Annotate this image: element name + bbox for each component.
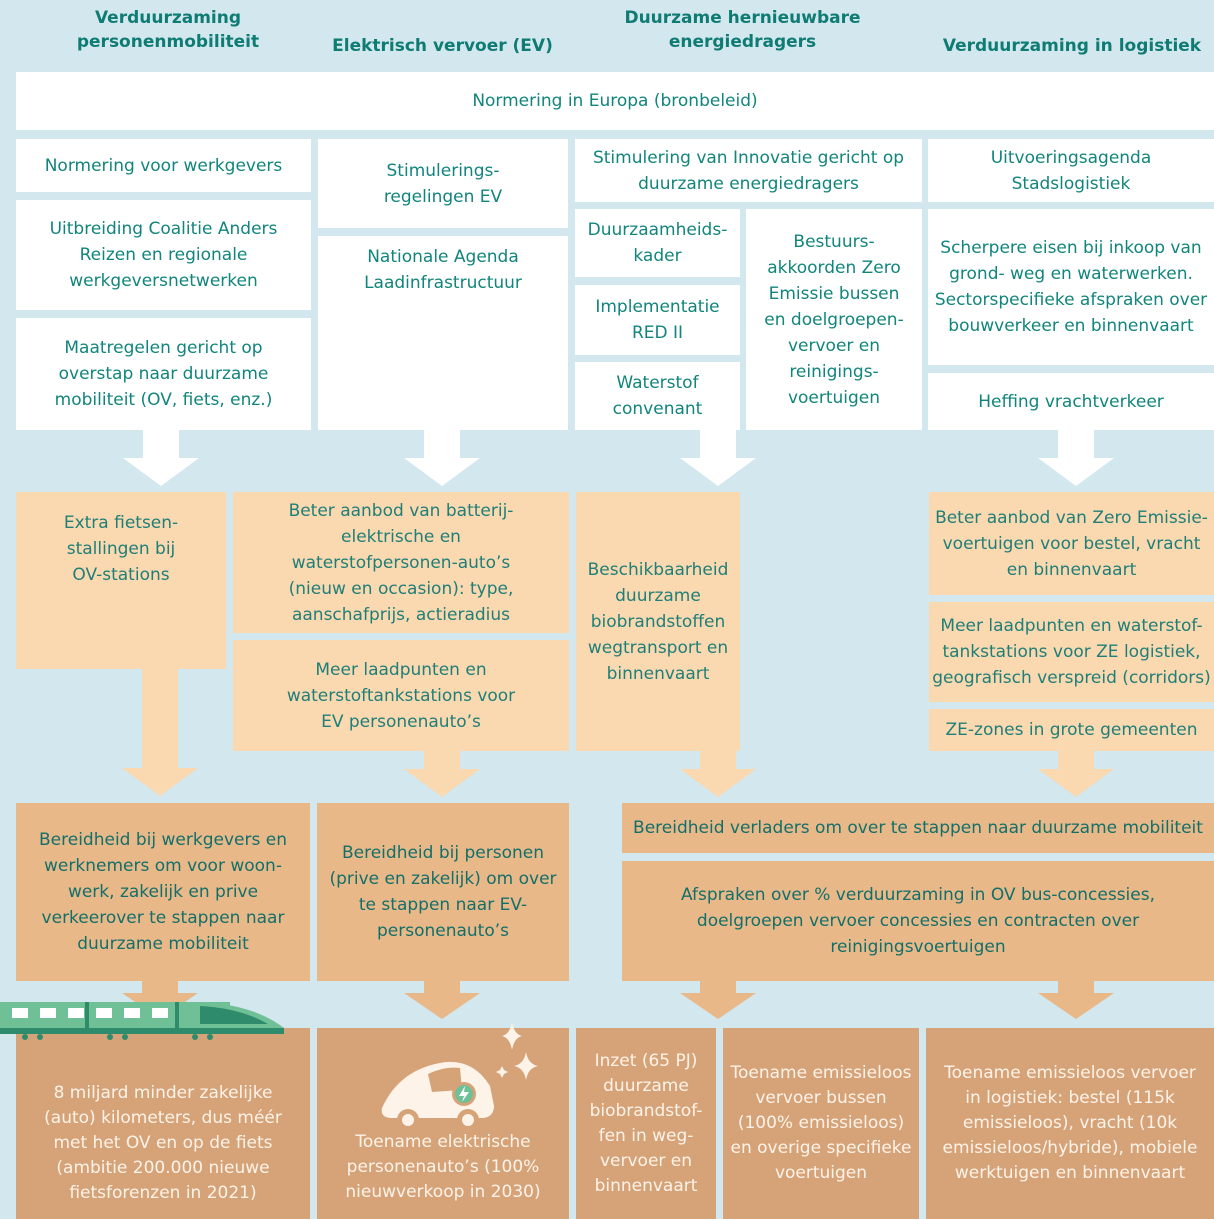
header-elektrisch-vervoer: Elektrisch vervoer (EV) xyxy=(332,36,553,56)
arrow-policy-to-condition-2 xyxy=(404,430,480,486)
electric-car-icon xyxy=(381,1061,494,1131)
policy-inkoop-eisen: Scherpere eisen bij inkoop van grond- we… xyxy=(928,209,1214,365)
arrow-policy-to-condition-3 xyxy=(680,430,756,486)
arrow-behaviour-to-outcome-3 xyxy=(680,981,756,1019)
train-icon xyxy=(0,1002,284,1040)
condition-biobrandstoffen: Beschikbaarheid duurzame biobrandstoffen… xyxy=(576,492,740,751)
condition-laadpunten-ze: Meer laadpunten en waterstof-tankstation… xyxy=(929,602,1214,702)
behaviour-afspraken: Afspraken over % verduurzaming in OV bus… xyxy=(622,861,1214,981)
outcome-ev-personenautos: Toename elektrische personenauto’s (100%… xyxy=(317,1028,569,1219)
behaviour-verladers: Bereidheid verladers om over te stappen … xyxy=(622,803,1214,853)
arrow-condition-to-behaviour-4 xyxy=(1038,751,1114,797)
outcome-logistiek: Toename emissieloos vervoer in logistiek… xyxy=(926,1028,1214,1219)
policy-heffing-vrachtverkeer: Heffing vrachtverkeer xyxy=(928,373,1214,430)
policy-agenda-laadinfrastructuur: Nationale Agenda Laadinfrastructuur xyxy=(318,236,568,430)
normering-europa-bar: Normering in Europa (bronbeleid) xyxy=(16,72,1214,130)
condition-laadpunten-ev: Meer laadpunten en waterstoftankstations… xyxy=(233,640,569,751)
arrow-condition-to-behaviour-2 xyxy=(404,751,480,797)
sparkle-icon xyxy=(496,1022,538,1080)
condition-aanbod-ze: Beter aanbod van Zero Emissie-voertuigen… xyxy=(929,492,1214,595)
behaviour-werkgevers: Bereidheid bij werkgevers en werknemers … xyxy=(16,803,310,981)
condition-aanbod-ev: Beter aanbod van batterij-elektrische en… xyxy=(233,492,569,633)
arrow-policy-to-condition-4 xyxy=(1038,430,1114,486)
arrow-behaviour-to-outcome-4 xyxy=(1038,981,1114,1019)
outcome-kilometers: 8 miljard minder zakelijke (auto) kilome… xyxy=(16,1028,310,1219)
arrow-policy-to-condition-1 xyxy=(123,430,199,486)
policy-waterstof-convenant: Waterstof convenant xyxy=(575,362,740,430)
header-personenmobiliteit: Verduurzaming personenmobiliteit xyxy=(76,8,260,52)
policy-duurzaamheidskader: Duurzaamheids-kader xyxy=(575,209,740,277)
arrow-behaviour-to-outcome-2 xyxy=(404,981,480,1019)
condition-ze-zones: ZE-zones in grote gemeenten xyxy=(929,709,1214,751)
behaviour-personen: Bereidheid bij personen (prive en zakeli… xyxy=(317,803,569,981)
arrow-condition-to-behaviour-1 xyxy=(122,669,198,796)
policy-coalitie-anders-reizen: Uitbreiding Coalitie Anders Reizen en re… xyxy=(16,200,311,310)
policy-stadslogistiek: Uitvoeringsagenda Stadslogistiek xyxy=(928,139,1214,202)
header-logistiek: Verduurzaming in logistiek xyxy=(942,36,1202,56)
policy-normering-werkgevers: Normering voor werkgevers xyxy=(16,139,311,192)
policy-maatregelen-overstap: Maatregelen gericht op overstap naar duu… xyxy=(16,318,311,430)
arrow-condition-to-behaviour-3 xyxy=(680,751,756,797)
policy-stimuleringsregelingen-ev: Stimulerings-regelingen EV xyxy=(318,139,568,228)
policy-implementatie-red2: Implementatie RED II xyxy=(575,285,740,355)
outcome-bussen: Toename emissieloos vervoer bussen (100%… xyxy=(723,1028,919,1219)
condition-fietsenstallingen: Extra fietsen-stallingen bij OV-stations xyxy=(16,492,226,669)
policy-bestuursakkoorden: Bestuurs-akkoorden Zero Emissie bussen e… xyxy=(746,209,922,430)
outcome-biobrandstoffen: Inzet (65 PJ) duurzame biobrandstof-fen … xyxy=(576,1028,716,1219)
policy-stimulering-innovatie: Stimulering van Innovatie gericht op duu… xyxy=(575,139,922,202)
header-energiedragers: Duurzame hernieuwbare energiedragers xyxy=(624,8,861,52)
